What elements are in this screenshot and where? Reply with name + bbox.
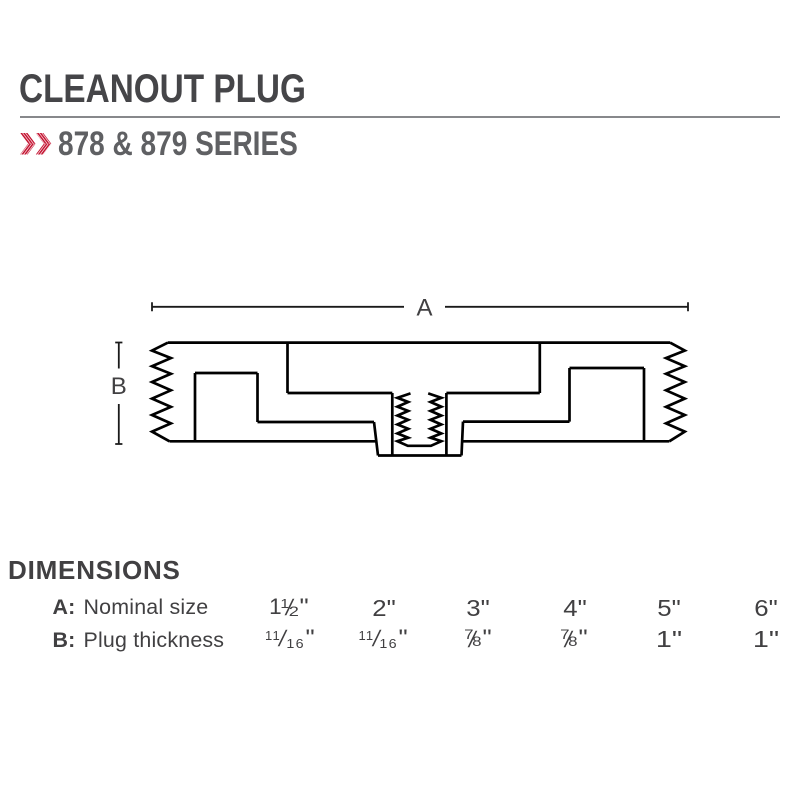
svg-text:B: B — [111, 373, 127, 400]
svg-text:A: A — [416, 295, 432, 322]
